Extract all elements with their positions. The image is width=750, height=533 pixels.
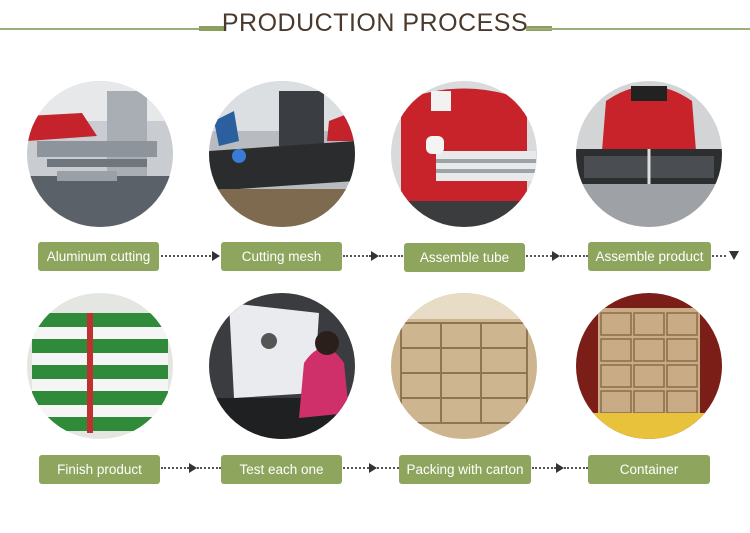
page-title: PRODUCTION PROCESS — [221, 9, 529, 37]
photo-aluminum-cutting — [27, 81, 173, 227]
header-rule-left — [0, 28, 225, 30]
flow-arrow — [161, 251, 221, 261]
photo-assemble-product — [576, 81, 722, 227]
step-label-test-each-one: Test each one — [221, 455, 342, 484]
header-rule-right — [526, 28, 750, 30]
flow-arrow — [532, 463, 588, 473]
step-label-aluminum-cutting: Aluminum cutting — [38, 242, 159, 271]
step-label-cutting-mesh: Cutting mesh — [221, 242, 342, 271]
photo-container — [576, 293, 722, 439]
step-label-container: Container — [588, 455, 710, 484]
header: PRODUCTION PROCESS — [0, 0, 750, 50]
flow-arrow — [526, 251, 588, 261]
photo-assemble-tube — [391, 81, 537, 227]
flow-arrow — [161, 463, 221, 473]
header-accent-left — [199, 26, 225, 31]
photo-packing-with-carton — [391, 293, 537, 439]
photo-finish-product — [27, 293, 173, 439]
photo-cutting-mesh — [209, 81, 355, 227]
step-label-packing-with-carton: Packing with carton — [399, 455, 531, 484]
flow-arrow-down-icon — [729, 251, 739, 260]
step-label-assemble-tube: Assemble tube — [404, 243, 525, 272]
step-label-finish-product: Finish product — [39, 455, 160, 484]
flow-arrow — [343, 463, 399, 473]
step-label-assemble-product: Assemble product — [588, 242, 711, 271]
photo-test-each-one — [209, 293, 355, 439]
flow-arrow — [343, 251, 403, 261]
flow-arrow — [712, 251, 728, 261]
